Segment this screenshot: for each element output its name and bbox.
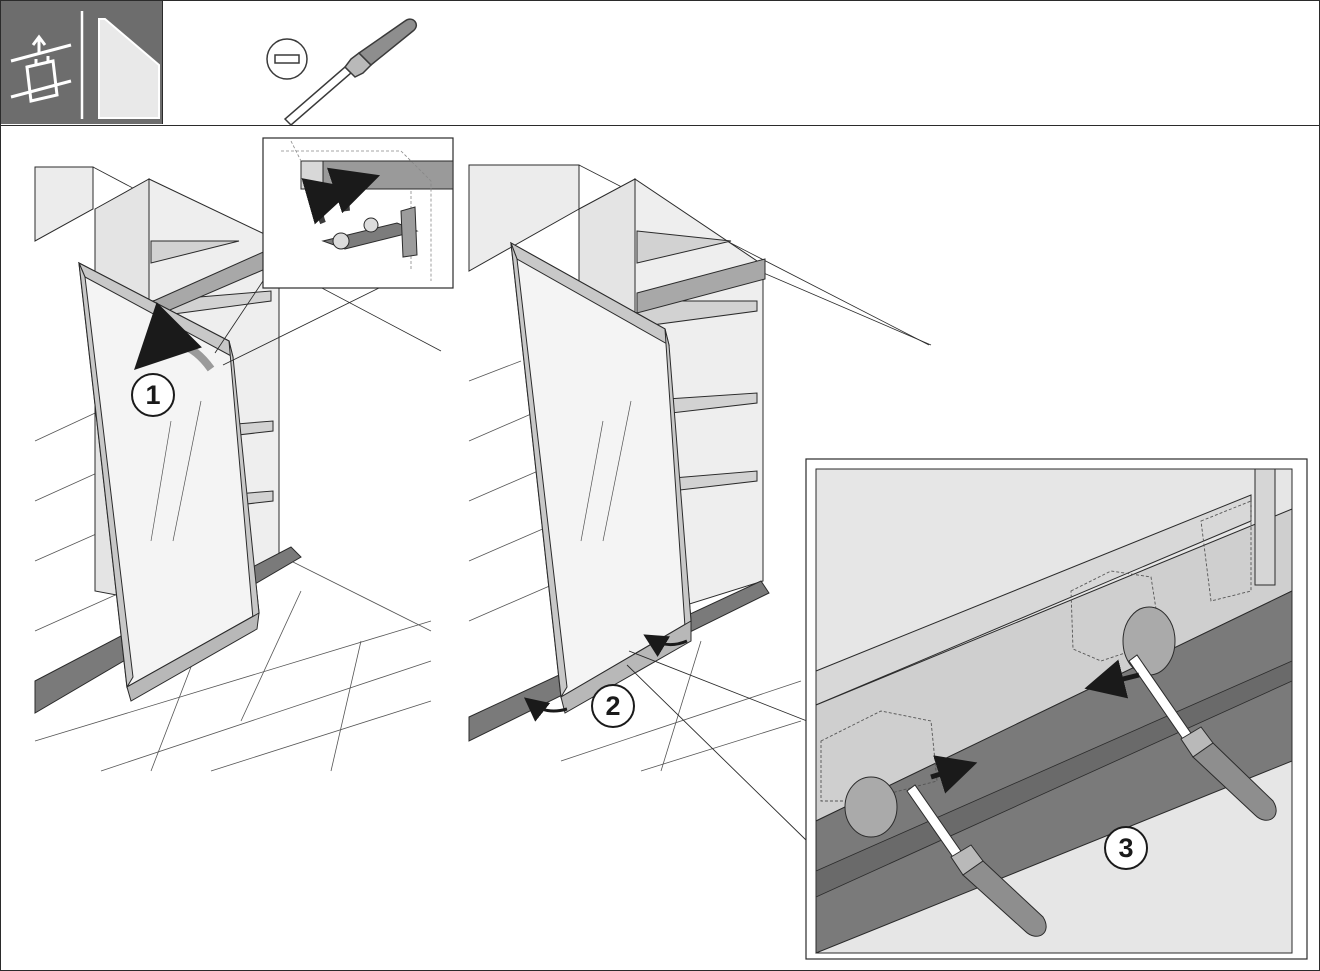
flat-screwdriver-icon [266, 18, 417, 127]
door-removal-mode-icon [10, 34, 72, 103]
screwdriver-right [1128, 654, 1277, 821]
screwdriver-left [906, 784, 1047, 937]
glass-panel-icon [98, 18, 160, 119]
step-2-label: 2 [591, 684, 635, 728]
step-3-label: 3 [1104, 826, 1148, 870]
step-1-label: 1 [131, 373, 175, 417]
detail-inset-upper-roller [262, 137, 454, 289]
middle-scene [468, 164, 932, 842]
detail-inset-lower-roller [805, 458, 1308, 960]
left-scene [34, 166, 442, 772]
header-icon-block [1, 1, 163, 124]
instruction-header [1, 1, 1319, 127]
assembly-illustration [34, 137, 1308, 960]
